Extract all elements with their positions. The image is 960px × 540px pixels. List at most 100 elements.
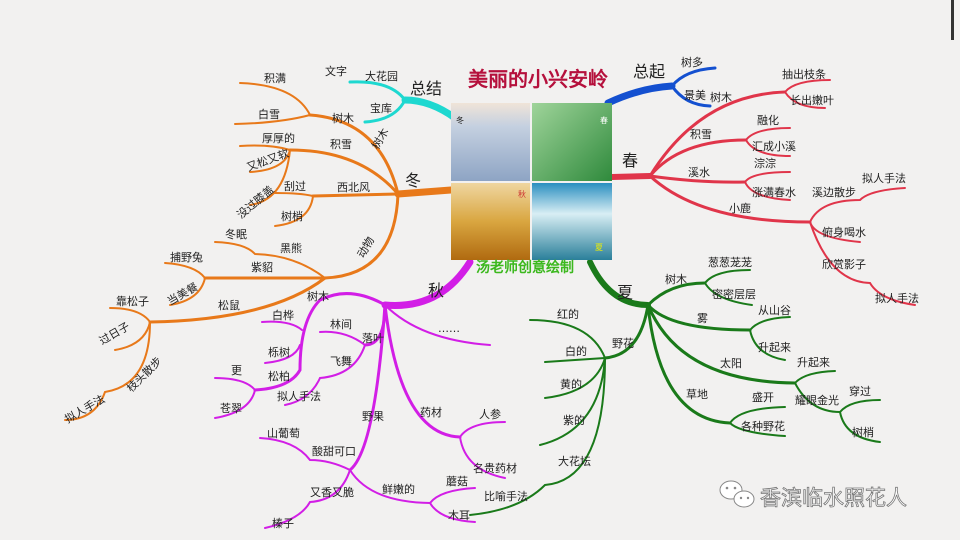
node-label: 红的 [557,307,579,321]
node-label: 人参 [479,407,501,421]
node-label: 树木 [665,272,687,286]
node-label: 西北风 [337,181,370,194]
node-label: 过日子 [97,320,132,348]
node-label: 刮过 [284,179,306,193]
spring-picture-label: 春 [600,115,608,125]
node-label: 大花园 [365,69,398,83]
summer-picture-label: 夏 [595,243,603,252]
node-label: 升起来 [758,341,791,354]
node-label: 盛开 [752,390,774,404]
node-label: 穿过 [849,384,871,398]
node-label: 又香又脆 [310,485,354,499]
node-label: 没过膝盖 [234,182,277,221]
node-label: 木耳 [448,509,470,522]
node-label: 蘑菇 [446,474,468,488]
leaf-labels: 大花园 宝库 文字 树木 树多 景美 树木 抽出枝条 长出嫩叶 积雪 融化 汇成… [62,55,919,530]
node-spring: 春 [622,151,638,170]
node-label: 长出嫩叶 [790,93,834,107]
node-label: 欣赏影子 [822,257,866,271]
node-label: 文字 [325,64,347,78]
node-label: …… [438,322,460,335]
node-label: 黑熊 [280,241,302,255]
branch-spring [609,79,916,306]
node-label: 从山谷 [758,304,791,317]
node-label: 苍翠 [220,402,242,415]
node-label: 树多 [681,55,703,69]
node-summary: 总结 [410,79,442,98]
branch-summer [469,259,881,516]
branch-intro [604,66,717,108]
node-label: 大花坛 [558,454,591,468]
map-title: 美丽的小兴安岭 [468,67,608,91]
branch-summary [348,80,459,124]
node-label: 树梢 [281,209,303,223]
node-intro: 总起 [633,62,665,81]
node-label: 太阳 [720,357,742,370]
node-label: 小鹿 [729,201,751,215]
node-label: 野果 [362,410,384,423]
autumn-picture [451,183,530,260]
node-label: 融化 [757,113,779,127]
node-label: 抽出枝条 [782,67,826,81]
node-label: 白雪 [258,107,280,121]
winter-picture [451,103,530,181]
node-label: 积雪 [690,128,712,141]
node-label: 白桦 [272,308,294,322]
node-label: 动物 [354,234,377,260]
node-label: 比喻手法 [484,489,528,503]
node-label: 树木 [368,125,391,151]
node-label: 野花 [612,337,634,350]
node-label: 雾 [697,312,708,325]
node-label: 名贵药材 [473,461,517,475]
branch-autumn [214,258,506,529]
node-label: 各种野花 [741,419,785,433]
node-label: 溪边散步 [812,185,856,199]
watermark-text: 香滨临水照花人 [760,486,907,510]
node-label: 当美餐 [165,279,201,308]
node-label: 靠松子 [116,294,149,308]
winter-picture-label: 冬 [456,115,464,125]
branch-winter [64,82,455,421]
node-label: 白的 [565,344,587,358]
node-label: 涨满春水 [752,186,796,199]
node-label: 落叶 [362,332,384,345]
node-label: 榛子 [272,517,294,530]
node-label: 宝库 [370,101,392,115]
node-label: 树梢 [852,425,874,439]
node-label: 松鼠 [218,298,240,312]
node-label: 捕野兔 [170,250,203,264]
node-label: 溪水 [688,166,710,179]
node-label: 葱葱茏茏 [708,256,752,269]
node-label: 松柏 [268,369,290,383]
node-label: 紫的 [563,413,585,427]
author-caption: 汤老师创意绘制 [476,259,574,276]
node-label: 树木 [307,289,329,303]
node-label: 拟人手法 [277,389,321,403]
node-summer: 夏 [617,283,633,302]
node-label: 紫貂 [251,260,273,274]
node-label: 黄的 [560,377,582,391]
node-label: 树木 [332,111,354,125]
node-label: 汇成小溪 [752,140,796,153]
node-label: 耀眼金光 [795,393,839,407]
node-label: 拟人手法 [62,392,107,426]
wechat-icon [719,480,755,508]
node-label: 树木 [710,90,732,104]
spring-picture [532,103,612,181]
node-label: 拟人手法 [862,171,906,185]
node-label: 拟人手法 [875,291,919,305]
node-label: 密密层层 [712,287,756,301]
node-label: 山葡萄 [267,427,300,440]
node-label: 林间 [330,317,352,331]
node-label: 鲜嫩的 [382,482,415,496]
summer-picture [532,183,612,260]
node-label: 草地 [686,388,708,401]
autumn-picture-label: 秋 [518,189,526,199]
node-winter: 冬 [405,171,421,190]
node-label: 冬眠 [225,227,247,241]
watermark: 香滨临水照花人 [719,480,907,510]
node-label: 飞舞 [330,355,352,368]
node-label: 升起来 [797,356,830,369]
